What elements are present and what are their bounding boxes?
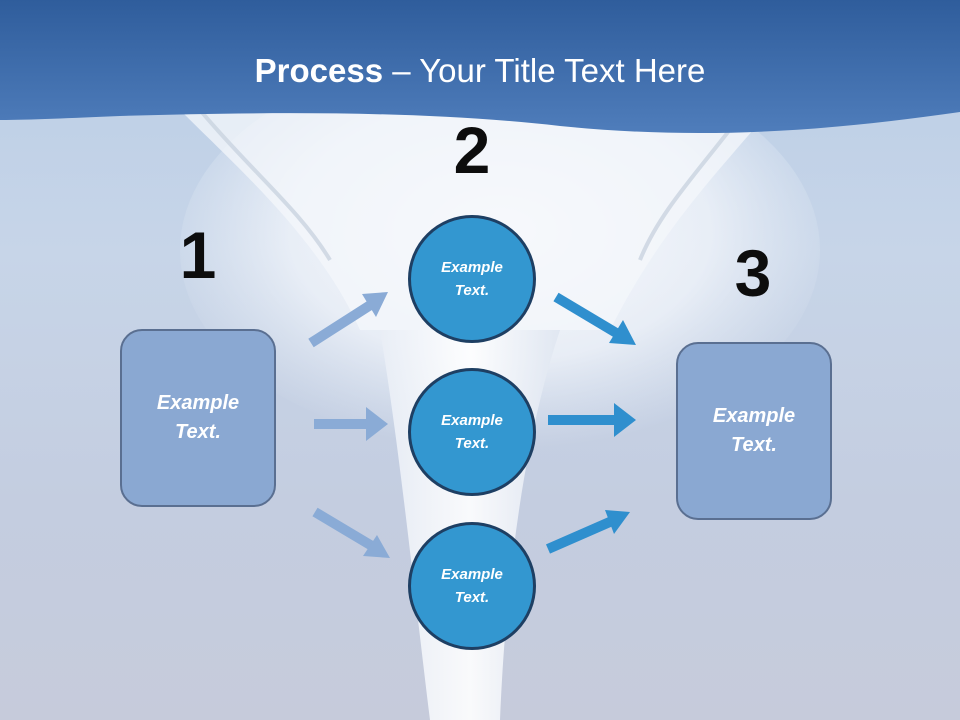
title-rest: – Your Title Text Here [383,52,706,89]
step-3-box: Example Text. [676,342,832,520]
circle-middle-label-line2: Text. [454,435,490,452]
circle-top: Example Text. [408,215,536,343]
step-number-1: 1 [179,218,217,292]
circle-top-label-line2: Text. [454,282,490,299]
step-3-label-line2: Text. [731,434,777,456]
step-number-3: 3 [734,236,772,310]
arrow-right-middle [548,403,636,437]
circle-bottom-label-line1: Example [441,566,503,583]
step-1-box: Example Text. [120,329,276,507]
slide-title: Process – Your Title Text Here [0,52,960,90]
step-1-label-line1: Example [156,392,240,414]
circle-middle-label-line1: Example [441,412,503,429]
circle-bottom-label-line2: Text. [454,589,490,606]
arrow-right-top [553,292,636,345]
circle-middle: Example Text. [408,368,536,496]
circle-bottom: Example Text. [408,522,536,650]
step-number-2: 2 [453,113,491,187]
arrow-left-middle [314,407,388,441]
step-1-label-line2: Text. [175,421,221,443]
step-3-label-line1: Example [712,405,796,427]
title-bold: Process [254,52,384,89]
arrow-right-bottom [545,510,630,554]
circle-top-label-line1: Example [441,259,503,276]
arrow-left-top [308,292,388,348]
arrow-left-bottom [312,507,390,558]
